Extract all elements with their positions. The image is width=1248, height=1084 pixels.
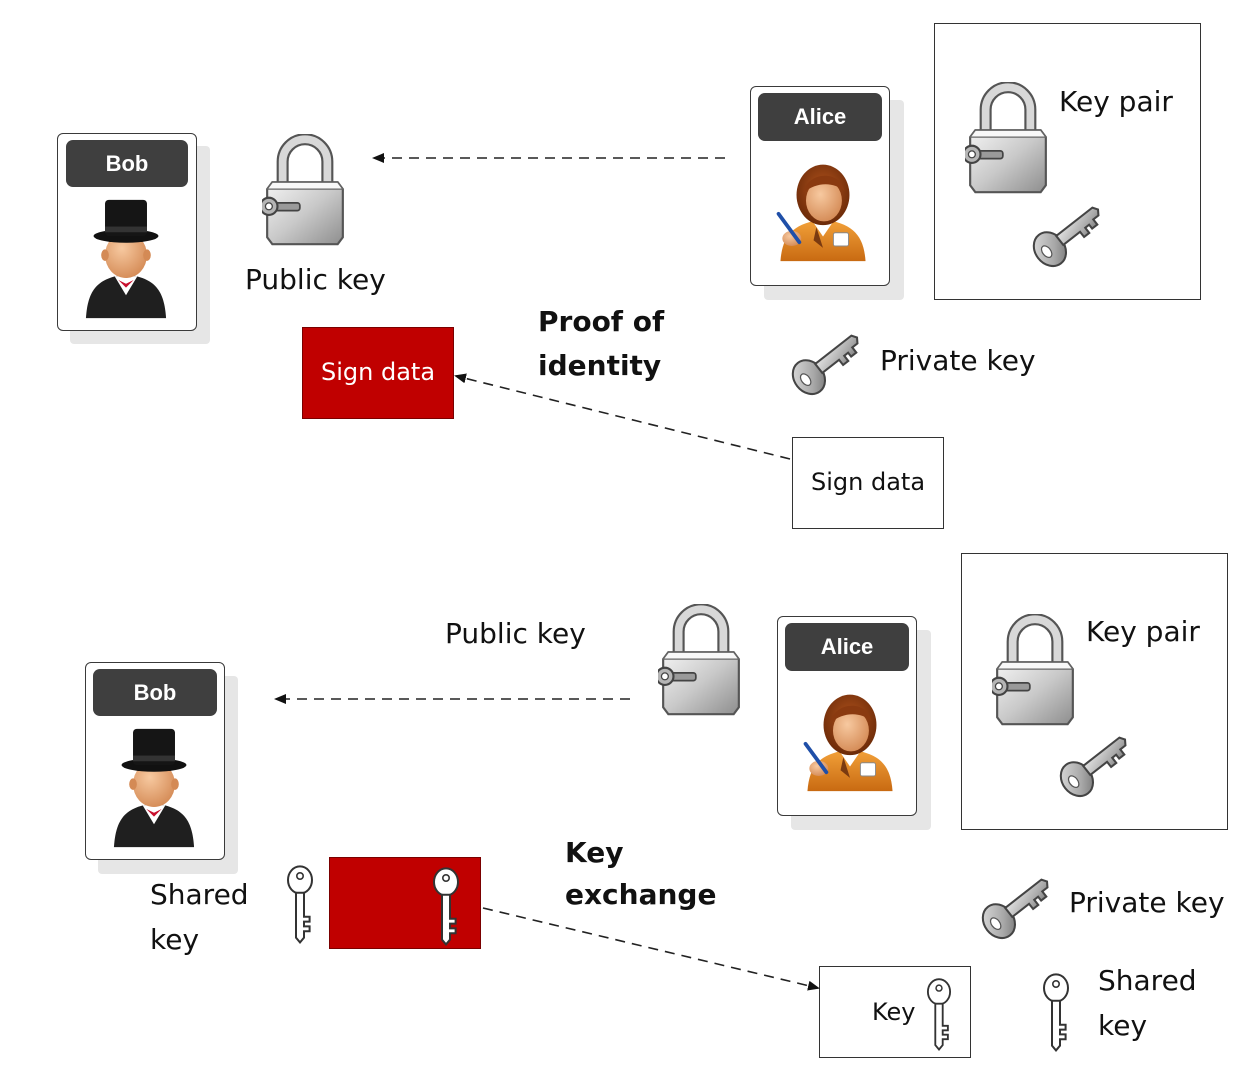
red-key-box (329, 857, 481, 949)
key-pair-box-top: Key pair (934, 23, 1201, 300)
bob-shared-key-line1: Shared (150, 878, 249, 911)
key-pair-label-bottom: Key pair (1086, 615, 1200, 648)
exchange-title-line1: Key (565, 836, 624, 869)
sign-data-red-box: Sign data (302, 327, 454, 419)
private-key-label-bottom: Private key (1069, 886, 1225, 919)
proof-title-line1: Proof of (538, 305, 665, 338)
sign-data-white-box: Sign data (792, 437, 944, 529)
key-pair-label-top: Key pair (1059, 85, 1173, 118)
arrow-sign-data (454, 373, 791, 460)
alice-shared-key-line2: key (1098, 1009, 1148, 1042)
proof-title-line2: identity (538, 349, 662, 382)
alice-card-bottom: Alice (777, 616, 917, 816)
sign-data-red-label: Sign data (321, 358, 436, 386)
bob-name-tag: Bob (66, 140, 188, 187)
alice-name-tag: Alice (758, 93, 882, 141)
bob-card-top: Bob (57, 133, 197, 331)
key-box-label: Key (872, 998, 916, 1026)
key-pair-box-bottom: Key pair (961, 553, 1228, 830)
alice-name-tag: Alice (785, 623, 909, 671)
exchange-title-line2: exchange (565, 878, 717, 911)
bob-card-bottom: Bob (85, 662, 225, 860)
sign-data-white-label: Sign data (811, 468, 926, 496)
alice-shared-key-line1: Shared (1098, 964, 1197, 997)
bob-shared-key-line2: key (150, 923, 200, 956)
bob-name-tag: Bob (93, 669, 217, 716)
public-key-label-top: Public key (245, 263, 386, 296)
private-key-label-top: Private key (880, 344, 1036, 377)
arrow-key-exchange (482, 907, 820, 991)
public-key-label-bottom: Public key (445, 617, 586, 650)
alice-card-top: Alice (750, 86, 890, 286)
key-white-box: Key (819, 966, 971, 1058)
